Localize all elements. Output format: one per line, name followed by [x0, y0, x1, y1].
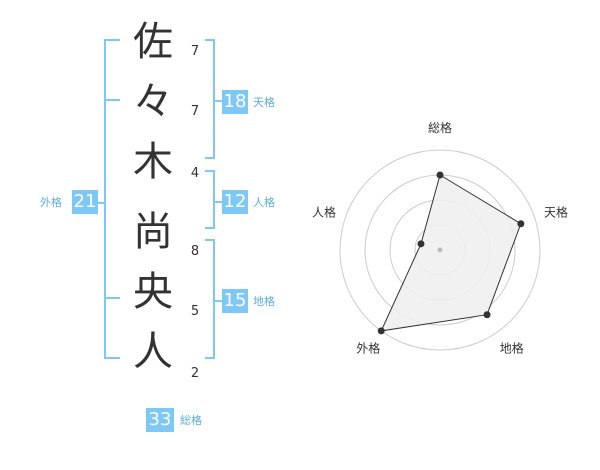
jinkaku-badge: 12 — [222, 190, 248, 214]
soukaku-label: 総格 — [180, 414, 202, 427]
tenkaku-bracket — [205, 39, 215, 159]
stroke-count: 8 — [190, 244, 200, 259]
name-char: 央 — [133, 269, 173, 315]
tenkaku-badge: 18 — [222, 90, 248, 114]
radar-axis-label: 総格 — [428, 120, 452, 135]
chikaku-label: 地格 — [253, 295, 275, 308]
radar-polygon — [380, 174, 522, 332]
radar-point — [436, 171, 444, 179]
radar-axis-label: 天格 — [544, 204, 568, 219]
tenkaku-label: 天格 — [253, 96, 275, 109]
jinkaku-bracket — [205, 170, 215, 229]
gaikaku-bracket — [104, 39, 120, 359]
chikaku-bracket — [205, 239, 215, 359]
radar-axis-label: 人格 — [312, 204, 336, 219]
stroke-count: 7 — [190, 104, 200, 119]
jinkaku-label: 人格 — [253, 196, 275, 209]
gaikaku-label: 外格 — [40, 196, 62, 209]
radar-point — [483, 311, 491, 319]
radar-center — [437, 247, 443, 253]
name-char: 人 — [133, 329, 173, 375]
gaikaku-badge: 21 — [72, 190, 98, 214]
radar-axis-label: 地格 — [500, 341, 524, 356]
stroke-count: 4 — [190, 166, 200, 181]
name-char: 々 — [133, 79, 173, 125]
stroke-count: 5 — [190, 304, 200, 319]
radar-axis-label: 外格 — [356, 341, 380, 356]
name-char: 尚 — [133, 209, 173, 255]
radar-ring — [339, 149, 541, 351]
chikaku-badge: 15 — [222, 289, 248, 313]
radar-point — [417, 240, 425, 248]
name-char: 佐 — [133, 19, 173, 65]
radar-point — [517, 220, 525, 228]
name-char: 木 — [133, 139, 173, 185]
radar-point — [377, 327, 385, 335]
soukaku-badge: 33 — [146, 408, 174, 432]
stroke-count: 2 — [190, 366, 200, 381]
stroke-count: 7 — [190, 44, 200, 59]
